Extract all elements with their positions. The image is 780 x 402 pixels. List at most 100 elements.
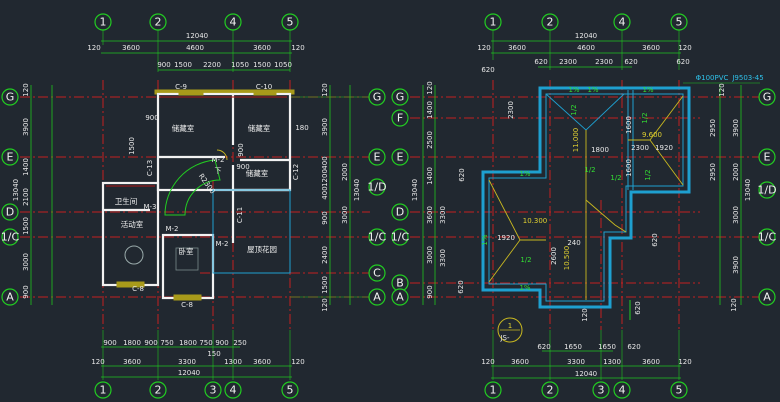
axis-label: 5 — [287, 16, 294, 29]
axis-label: 1/C — [368, 231, 387, 244]
dimension-text: 1% — [587, 86, 598, 94]
axis-label: 1/C — [391, 231, 410, 244]
dimension-text: 3600 — [508, 44, 526, 52]
axis-bubble-circle — [94, 381, 112, 399]
axis-bubble-circle — [613, 13, 631, 31]
dimension-text: 900 — [321, 211, 329, 224]
axis-bubble-circle — [391, 88, 409, 106]
dimension-text: 1400 — [426, 167, 434, 185]
axis-bubble-circle — [204, 381, 222, 399]
room-label: 活动室 — [121, 219, 144, 229]
dimension-text: 120 — [678, 44, 691, 52]
axis-bubble-circle — [1, 88, 19, 106]
axis-bubble: 1/D — [367, 178, 387, 196]
axis-bubble-circle — [149, 13, 167, 31]
dimension-text: 12040 — [575, 370, 597, 378]
axis-bubble: G — [368, 88, 386, 106]
dimension-text: 1050 — [231, 61, 249, 69]
dimension-text: 620 — [458, 168, 466, 181]
left-plan-walls — [101, 89, 295, 301]
axis-label: 1/D — [757, 184, 776, 197]
dimension-text: 12040 — [575, 32, 597, 40]
axis-label: 4 — [619, 384, 626, 397]
axis-label: 1 — [100, 16, 107, 29]
dimension-text: 900 — [22, 285, 30, 298]
axis-bubble: A — [1, 288, 19, 306]
dimension-text: 3600 — [642, 44, 660, 52]
elevation-mark: 10.300 — [523, 217, 548, 225]
axis-bubble: 1/C — [368, 228, 387, 246]
elevation-mark: 11.000 — [572, 128, 580, 153]
right-plan-roof — [481, 86, 691, 343]
dimension-text: 1500 — [22, 217, 30, 235]
axis-bubble: 2 — [541, 13, 559, 31]
opening-tag: C-9 — [175, 83, 187, 91]
axis-label: D — [6, 206, 14, 219]
dimension-text: 1% — [519, 284, 530, 292]
axis-bubble-circle — [670, 13, 688, 31]
axis-label: E — [764, 151, 771, 164]
dimension-text: 1400 — [426, 101, 434, 119]
axis-bubble-circle — [149, 381, 167, 399]
axis-bubble-circle — [758, 181, 776, 199]
dimension-text: 3600 — [122, 44, 140, 52]
dimension-text: 1300 — [224, 358, 242, 366]
axis-label: E — [7, 151, 14, 164]
elevation-mark: 9.600 — [642, 131, 662, 139]
axis-label: A — [373, 291, 381, 304]
dimension-text: 3600 — [426, 206, 434, 224]
room-label: 储藏室 — [246, 168, 269, 178]
dimension-text: 400 — [321, 156, 329, 169]
axis-bubble: A — [368, 288, 386, 306]
dimension-text: 3000 — [426, 246, 434, 264]
dimension-text: 900 — [144, 339, 157, 347]
axis-bubble: G — [1, 88, 19, 106]
axis-bubble-circle — [281, 13, 299, 31]
dimension-text: 2950 — [709, 163, 717, 181]
axis-label: G — [6, 91, 15, 104]
axis-label: 1/C — [1, 231, 20, 244]
room-label: 卫生间 — [115, 196, 138, 206]
opening-tag: C-8 — [132, 285, 144, 293]
axis-label: G — [763, 91, 772, 104]
dimension-text: 120 — [321, 298, 329, 311]
axis-label: A — [396, 291, 404, 304]
axis-bubble: D — [1, 203, 19, 221]
dimension-text: 120 — [321, 83, 329, 96]
axis-bubble: 1 — [484, 381, 502, 399]
axis-bubble-circle — [541, 13, 559, 31]
dimension-text: 3300 — [178, 358, 196, 366]
opening-tag: M-2 — [211, 156, 224, 164]
drawing-geometry — [20, 28, 760, 380]
dimension-text: 2300 — [507, 101, 515, 119]
dimension-text: 120 — [718, 83, 726, 96]
dimension-text: 2000 — [341, 163, 349, 181]
room-label: 储藏室 — [172, 123, 195, 133]
dimension-text: 3300 — [567, 358, 585, 366]
dimension-text: 620 — [481, 66, 494, 74]
dimension-text: 620 — [457, 280, 465, 293]
axis-bubble: 1/C — [1, 228, 20, 246]
dimension-text: 750 — [199, 339, 212, 347]
dimension-text: 2200 — [203, 61, 221, 69]
room-label: 屋顶花园 — [247, 244, 277, 254]
axis-bubble: A — [391, 288, 409, 306]
dimension-text: 13040 — [411, 179, 419, 201]
dimension-text: 120 — [91, 358, 104, 366]
axis-bubble-circle — [368, 288, 386, 306]
dimension-text: JS- — [499, 334, 510, 342]
axis-bubble: 5 — [670, 13, 688, 31]
annotation-note: Φ100PVC — [696, 74, 729, 82]
opening-tag: M-2 — [165, 225, 178, 233]
axis-label: 2 — [155, 16, 162, 29]
dimension-text: 120 — [581, 308, 589, 321]
dimension-text: 900 — [157, 61, 170, 69]
axis-bubble: 5 — [670, 381, 688, 399]
dimension-text: 2400 — [321, 246, 329, 264]
dimension-text: 900 — [236, 163, 249, 171]
dimension-text: 120 — [291, 358, 304, 366]
dimension-text: 1600 — [625, 116, 633, 134]
axis-label: 2 — [155, 384, 162, 397]
dimension-text: 1/2 — [520, 256, 531, 264]
dimension-text: 12040 — [178, 369, 200, 377]
